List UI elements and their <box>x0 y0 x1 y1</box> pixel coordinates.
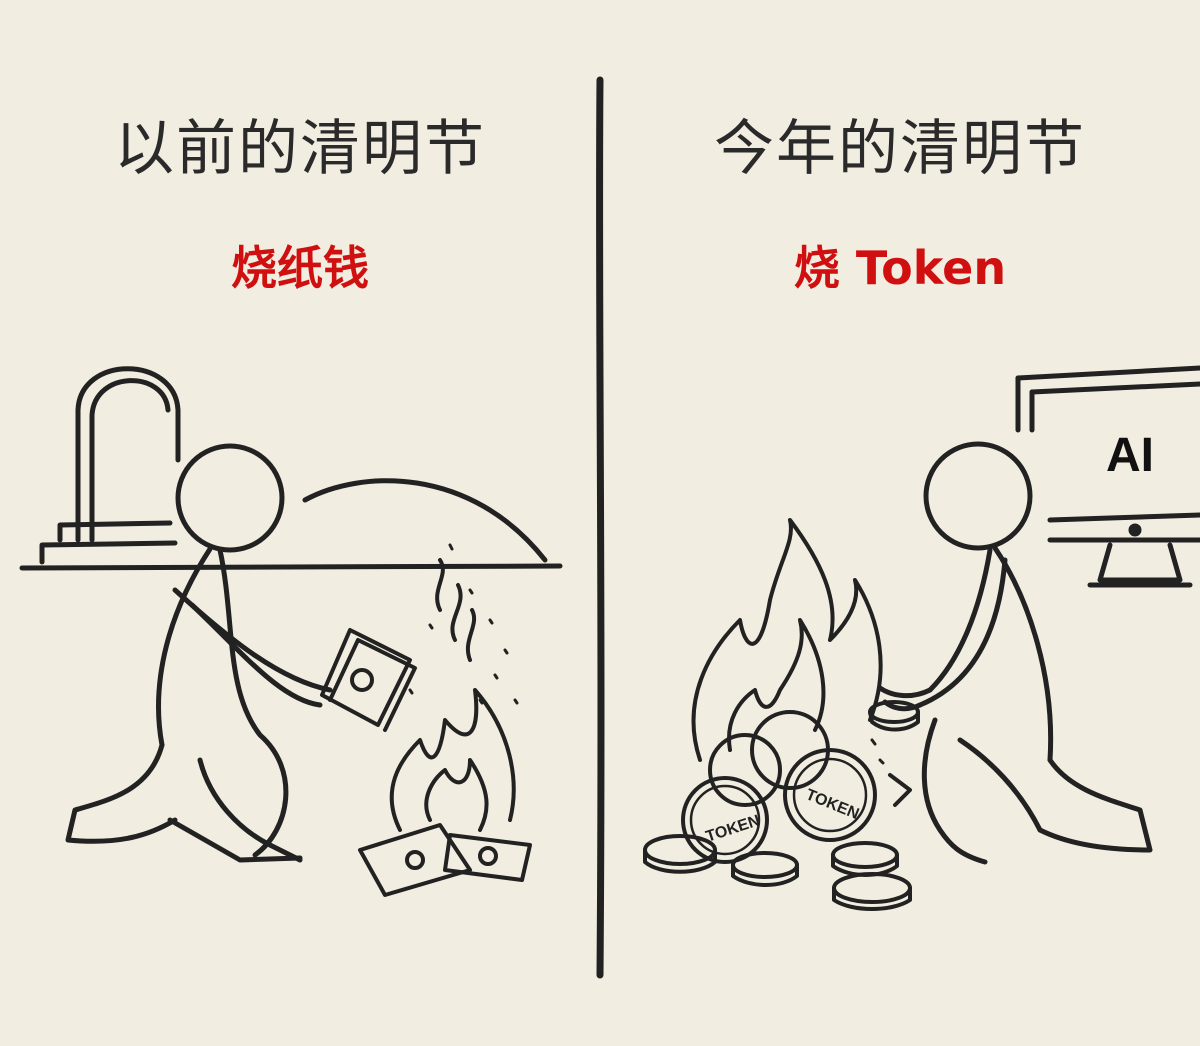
big-fire <box>691 518 883 762</box>
right-panel-title: 今年的清明节 <box>714 114 1086 184</box>
sparks <box>408 543 519 705</box>
panel-divider <box>596 76 605 979</box>
left-panel-subtitle: 烧纸钱 <box>231 241 369 295</box>
left-panel-title: 以前的清明节 <box>114 114 486 184</box>
monitor-ai-label: AI <box>1106 429 1154 482</box>
motion-mark <box>888 773 912 807</box>
token-coin-label: TOKEN <box>803 786 861 823</box>
banknotes-in-hand <box>320 628 417 732</box>
token-coin-pile <box>643 700 920 911</box>
person-right <box>877 441 1153 865</box>
burning-banknotes <box>358 823 532 897</box>
small-fire <box>389 558 516 832</box>
right-panel-subtitle: 烧 Token <box>793 241 1007 295</box>
tombstone <box>19 366 563 571</box>
computer-monitor <box>1015 365 1200 588</box>
person-left <box>65 443 333 863</box>
grave-mound <box>302 478 548 563</box>
